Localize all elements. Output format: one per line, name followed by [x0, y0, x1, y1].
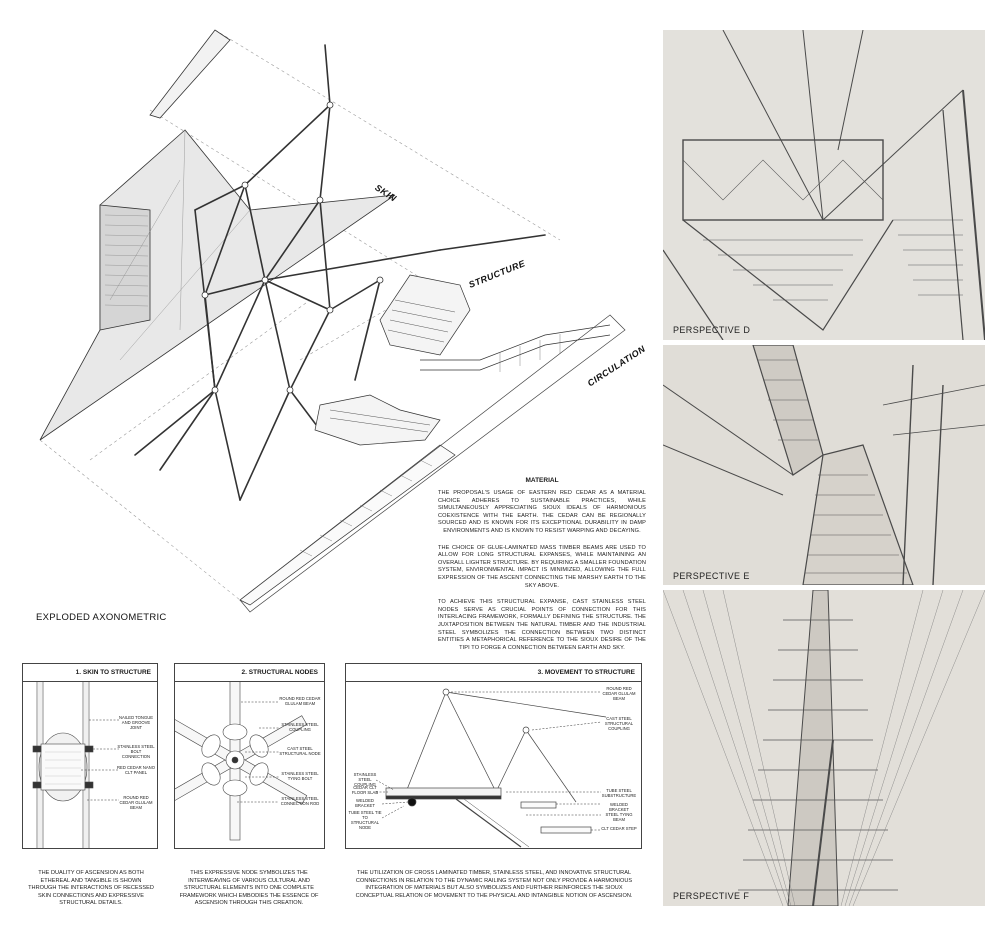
- perspective-e-sketch: [663, 345, 985, 585]
- material-section: MATERIAL THE PROPOSAL'S USAGE OF EASTERN…: [438, 477, 646, 661]
- detail-movement-to-structure: 3. MOVEMENT TO STRUCTURE: [345, 663, 642, 849]
- detail-3-callout-right-4: WELDED BRACKET: [609, 802, 629, 812]
- detail-3-callout-left-4: TUBE STEEL TIE TO STRUCTURAL NODE: [348, 810, 382, 830]
- detail-3-callout-left-2: CEDAR CLT FLOOR SLAB: [351, 785, 379, 795]
- detail-3-caption: THE UTILIZATION OF CROSS LAMINATED TIMBE…: [355, 870, 633, 899]
- detail-1-callout-3: RED CEDAR NANO CLT PANEL: [117, 765, 155, 775]
- circulation-layer: [239, 274, 626, 613]
- detail-3-callout-right-5: STEEL TYING BEAM: [605, 812, 633, 822]
- detail-3-callout-right-2: CAST STEEL STRUCTURAL COUPLING: [604, 716, 634, 731]
- structure-layer: [134, 44, 546, 501]
- skin-layer: [39, 129, 396, 441]
- skin-fragment-top: [149, 29, 231, 119]
- material-paragraph-2: THE CHOICE OF GLUE-LAMINATED MASS TIMBER…: [438, 544, 646, 589]
- detail-3-callout-left-3: WELDED BRACKET: [355, 798, 375, 808]
- detail-3-drawing: [375, 688, 607, 848]
- perspective-e-label: PERSPECTIVE E: [673, 571, 750, 581]
- detail-1-callout-4: ROUND RED CEDAR GLULAM BEAM: [119, 795, 153, 810]
- detail-3-title: 3. MOVEMENT TO STRUCTURE: [346, 664, 641, 682]
- material-title: MATERIAL: [525, 477, 559, 484]
- detail-3-callout-left-1: STAINLESS STEEL COUPLING: [353, 772, 377, 787]
- detail-2-callout-2: STAINLESS STEEL COUPLING: [281, 722, 319, 732]
- detail-skin-to-structure: 1. SKIN TO STRUCTURE NAILED TONGUE: [22, 663, 158, 849]
- detail-1-callout-1: NAILED TONGUE AND GROOVE JOINT: [118, 715, 154, 730]
- detail-2-title: 2. STRUCTURAL NODES: [175, 664, 324, 682]
- structure-nodes: [201, 101, 384, 394]
- perspective-d-panel: [663, 30, 985, 340]
- perspective-f-panel: [663, 590, 985, 906]
- perspective-d-sketch: [663, 30, 985, 340]
- detail-1-drawing: [32, 682, 119, 848]
- detail-3-callout-right-3: TUBE STEEL SUBSTRUCTURE: [601, 788, 637, 798]
- detail-2-callout-1: ROUND RED CEDAR GLULAM BEAM: [279, 696, 321, 706]
- perspective-e-panel: [663, 345, 985, 585]
- detail-1-callout-2: STAINLESS STEEL BOLT CONNECTION: [117, 744, 155, 759]
- perspective-f-label: PERSPECTIVE F: [673, 891, 750, 901]
- detail-2-drawing: [175, 682, 308, 841]
- detail-1-title: 1. SKIN TO STRUCTURE: [23, 664, 157, 682]
- detail-3-callout-right-1: ROUND RED CEDAR GLULAM BEAM: [602, 686, 636, 701]
- detail-2-callout-4: STAINLESS STEEL TYING BOLT: [281, 771, 319, 781]
- exploded-axonometric-drawing: [39, 29, 626, 613]
- material-paragraph-1: THE PROPOSAL'S USAGE OF EASTERN RED CEDA…: [438, 490, 646, 534]
- detail-2-callout-5: STAINLESS STEEL CONNECTION ROD: [280, 796, 320, 806]
- detail-structural-nodes: 2. STRUCTURAL NODES ROUND RE: [174, 663, 325, 849]
- perspective-f-sketch: [663, 590, 985, 906]
- axonometric-title: EXPLODED AXONOMETRIC: [36, 612, 167, 623]
- detail-2-caption: THIS EXPRESSIVE NODE SYMBOLIZES THE INTE…: [179, 870, 319, 906]
- perspective-d-label: PERSPECTIVE D: [673, 325, 751, 335]
- detail-1-caption: THE DUALITY OF ASCENSION AS BOTH ETHEREA…: [28, 870, 154, 906]
- material-paragraph-3: TO ACHIEVE THIS STRUCTURAL EXPANSE, CAST…: [438, 599, 646, 651]
- detail-2-callout-3: CAST STEEL STRUCTURAL NODE: [279, 746, 321, 756]
- detail-3-callout-right-6: CLT CEDAR STEP: [601, 826, 637, 831]
